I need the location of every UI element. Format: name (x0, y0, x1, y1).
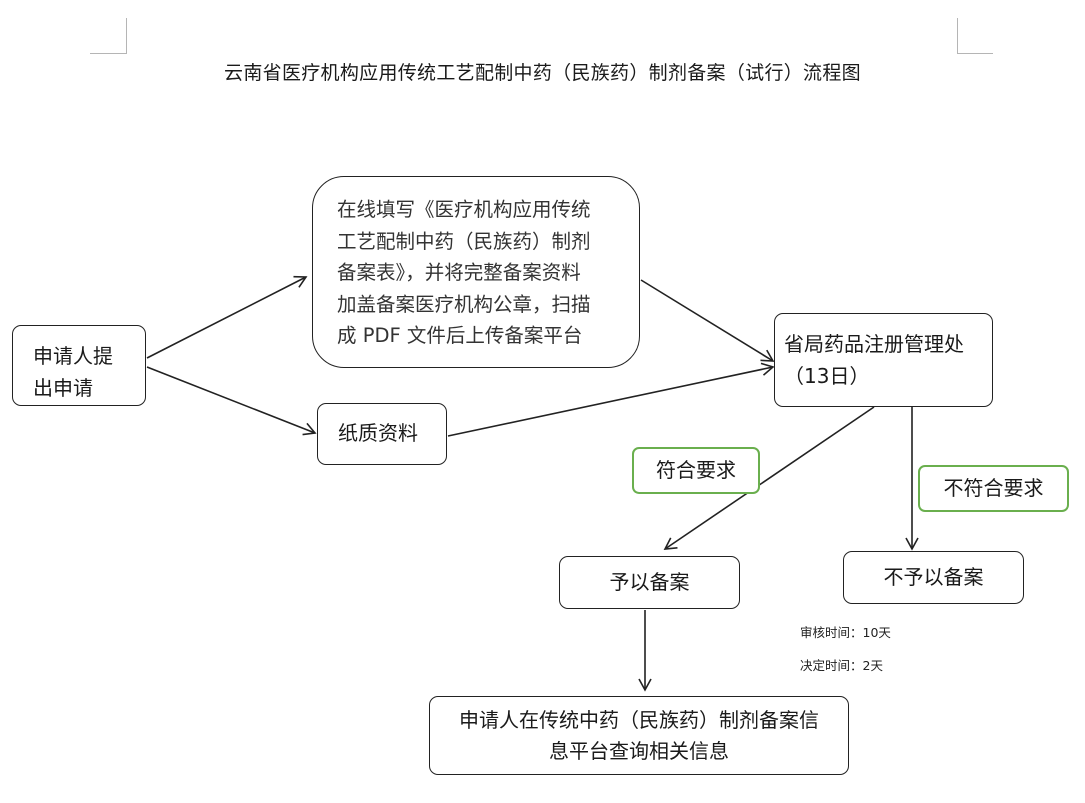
node-bureau-line-2: （13日） (784, 364, 870, 388)
arrow-online-to-bureau (640, 279, 775, 362)
corner-mark-top-right-h (957, 53, 993, 54)
node-apply-line-2: 出申请 (33, 376, 93, 400)
corner-mark-top-left-v (126, 18, 127, 53)
node-online-line-4: 加盖备案医疗机构公章，扫描 (337, 292, 591, 316)
node-online-form: 在线填写《医疗机构应用传统 工艺配制中药（民族药）制剂 备案表》，并将完整备案资… (312, 176, 640, 368)
corner-mark-top-right-v (957, 18, 958, 53)
node-online-line-3: 备案表》，并将完整备案资料 (337, 261, 581, 284)
node-apply: 申请人提 出申请 (12, 325, 146, 406)
node-online-line-5: 成 PDF 文件后上传备案平台 (337, 324, 583, 347)
node-filed-label: 予以备案 (609, 570, 690, 594)
node-filed: 予以备案 (559, 556, 740, 609)
node-query: 申请人在传统中药（民族药）制剂备案信 息平台查询相关信息 (429, 696, 849, 775)
label-not-meets-text: 不符合要求 (943, 476, 1044, 500)
label-not-meets-requirements: 不符合要求 (918, 465, 1069, 512)
diagram-title: 云南省医疗机构应用传统工艺配制中药（民族药）制剂备案（试行）流程图 (224, 62, 861, 84)
arrow-paper-to-bureau (447, 362, 775, 437)
node-query-line-1: 申请人在传统中药（民族药）制剂备案信 (459, 708, 819, 732)
note-review-time: 审核时间：10天 (800, 625, 891, 640)
node-online-line-1: 在线填写《医疗机构应用传统 (337, 198, 591, 221)
node-not-filed: 不予以备案 (843, 551, 1024, 604)
node-online-line-2: 工艺配制中药（民族药）制剂 (337, 229, 591, 253)
arrow-bureau-to-filed (663, 406, 875, 550)
node-paper: 纸质资料 (317, 403, 447, 465)
node-apply-line-1: 申请人提 (33, 344, 113, 368)
node-query-line-2: 息平台查询相关信息 (549, 739, 729, 763)
label-meets-requirements: 符合要求 (632, 447, 760, 494)
arrow-apply-to-paper (146, 366, 317, 436)
label-meets-text: 符合要求 (656, 458, 736, 482)
node-bureau: 省局药品注册管理处 （13日） (774, 313, 993, 407)
node-paper-label: 纸质资料 (338, 421, 418, 445)
arrow-apply-to-online (146, 275, 308, 359)
corner-mark-top-left-h (90, 53, 127, 54)
node-not-filed-label: 不予以备案 (883, 565, 984, 589)
node-bureau-line-1: 省局药品注册管理处 (784, 332, 964, 356)
note-decision-time: 决定时间：2天 (800, 658, 883, 673)
